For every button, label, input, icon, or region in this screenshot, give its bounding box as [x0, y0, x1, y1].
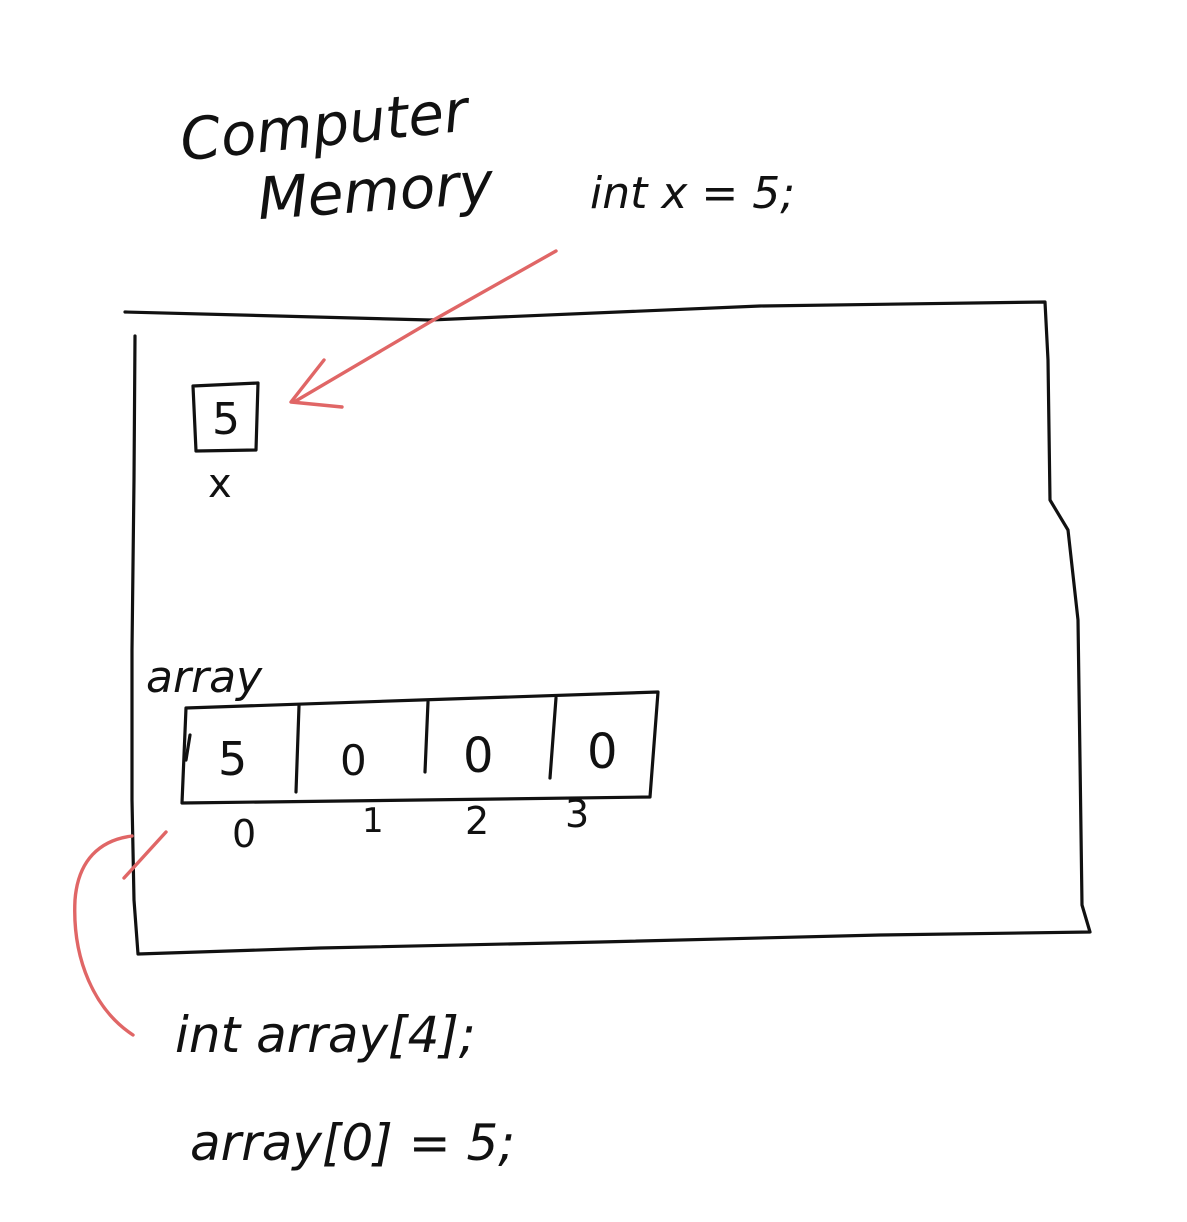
- code-assign-array: array[0] = 5;: [190, 1114, 515, 1172]
- arrow-to-x: [292, 249, 558, 404]
- arrow-to-array-head: [122, 830, 168, 880]
- variable-x: 5 x: [191, 381, 260, 507]
- code-declare-array: int array[4];: [175, 1006, 476, 1064]
- array-divider-2: [423, 700, 430, 774]
- arrow-to-x-head: [289, 358, 344, 409]
- array-index-3: 3: [565, 792, 589, 836]
- array-index-0: 0: [232, 812, 256, 856]
- array-cell-1: 0: [340, 736, 367, 785]
- array-box: [180, 690, 660, 805]
- array-cell-3: 0: [587, 724, 618, 780]
- variable-x-value: 5: [212, 394, 240, 445]
- array-label: array: [146, 652, 263, 703]
- code-declare-x: int x = 5;: [590, 168, 795, 219]
- array-cell-2: 0: [463, 728, 494, 784]
- array-block: 5 0 0 0 0 1 2 3: [180, 690, 660, 856]
- array-tick: [184, 733, 192, 762]
- array-index-1: 1: [362, 801, 384, 841]
- array-divider-1: [294, 704, 301, 794]
- arrow-to-array: [73, 834, 135, 1037]
- variable-x-box: [191, 381, 260, 453]
- memory-box: [123, 300, 1092, 956]
- title-line-memory: Memory: [255, 149, 496, 233]
- curved-arrow-icon: [73, 830, 168, 1037]
- array-index-2: 2: [465, 799, 489, 843]
- curved-arrow-icon: [289, 249, 558, 409]
- array-cell-0: 5: [218, 732, 247, 786]
- variable-x-name: x: [208, 461, 232, 507]
- array-divider-3: [548, 696, 558, 780]
